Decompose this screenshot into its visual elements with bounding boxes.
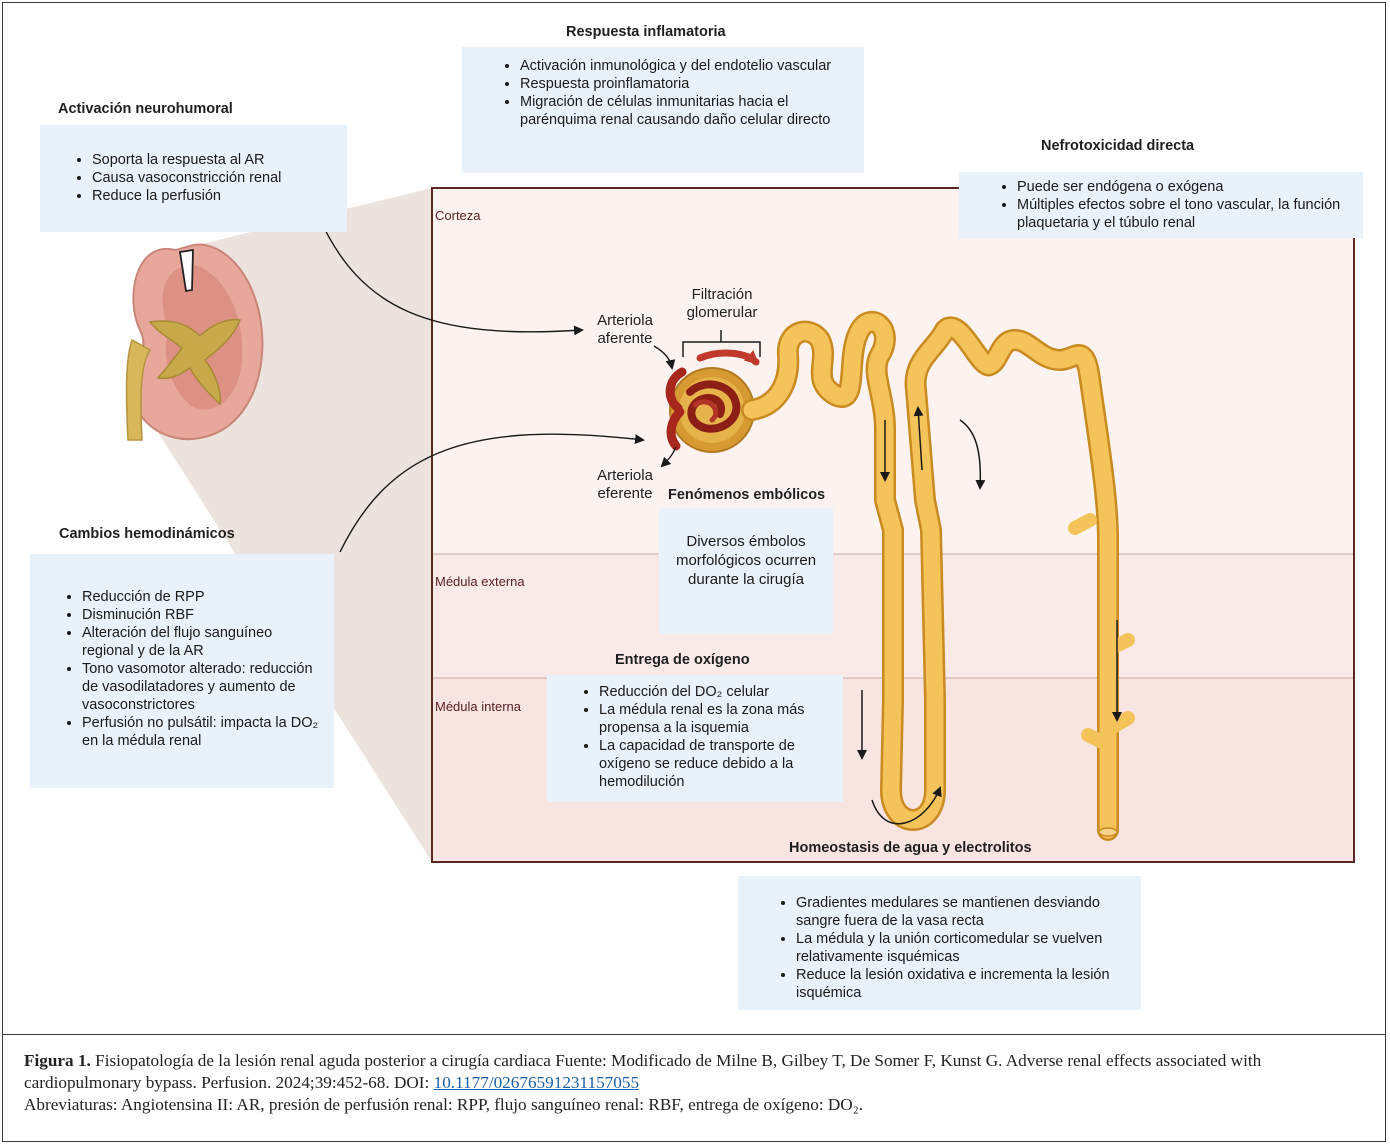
oxygen-box: Reducción del DO₂ celular La médula rena…: [547, 675, 843, 802]
nephrotoxicity-item: Múltiples efectos sobre el tono vascular…: [1017, 196, 1355, 232]
heading-neurohumoral: Activación neurohumoral: [58, 101, 233, 117]
heading-oxygen: Entrega de oxígeno: [615, 652, 750, 668]
oxygen-item: La capacidad de transporte de oxígeno se…: [599, 737, 835, 791]
heading-hemodynamic: Cambios hemodinámicos: [59, 526, 235, 542]
figure-label: Figura 1.: [24, 1051, 91, 1070]
hemodynamic-item: Tono vasomotor alterado: reducción de va…: [82, 660, 322, 714]
homeostasis-box: Gradientes medulares se mantienen desvia…: [738, 876, 1141, 1010]
oxygen-item: Reducción del DO₂ celular: [599, 683, 835, 701]
embolic-box: Diversos émbolos morfológicos ocurren du…: [659, 508, 833, 634]
homeostasis-item: Reduce la lesión oxidativa e incrementa …: [796, 966, 1131, 1002]
hemodynamic-item: Alteración del flujo sanguíneo regional …: [82, 624, 322, 660]
heading-embolic: Fenómenos embólicos: [668, 487, 825, 503]
oxygen-item: La médula renal es la zona más propensa …: [599, 701, 835, 737]
hemodynamic-item: Reducción de RPP: [82, 588, 322, 606]
zone-label-inner-medulla: Médula interna: [435, 699, 521, 714]
zone-label-outer-medulla: Médula externa: [435, 574, 525, 589]
homeostasis-item: La médula y la unión corticomedular se v…: [796, 930, 1131, 966]
homeostasis-item: Gradientes medulares se mantienen desvia…: [796, 894, 1131, 930]
heading-homeostasis: Homeostasis de agua y electrolitos: [789, 840, 1032, 856]
caption-main: Figura 1. Fisiopatología de la lesión re…: [24, 1050, 1369, 1094]
neurohumoral-item: Reduce la perfusión: [92, 187, 337, 205]
neurohumoral-item: Causa vasoconstricción renal: [92, 169, 337, 187]
inflammatory-item: Activación inmunológica y del endotelio …: [520, 57, 852, 75]
doi-link[interactable]: 10.1177/02676591231157055: [434, 1073, 639, 1092]
figure-caption: Figura 1. Fisiopatología de la lesión re…: [24, 1050, 1369, 1116]
caption-text: Fisiopatología de la lesión renal aguda …: [24, 1051, 1261, 1092]
inflammatory-item: Respuesta proinflamatoria: [520, 75, 852, 93]
heading-inflammatory: Respuesta inflamatoria: [566, 24, 726, 40]
hemodynamic-item: Disminución RBF: [82, 606, 322, 624]
kidney-icon: [127, 245, 263, 440]
neurohumoral-box: Soporta la respuesta al AR Causa vasocon…: [40, 125, 347, 232]
nephrotoxicity-box: Puede ser endógena o exógena Múltiples e…: [959, 172, 1363, 238]
hemodynamic-item: Perfusión no pulsátil: impacta la DO₂ en…: [82, 714, 322, 750]
inflammatory-item: Migración de células inmunitarias hacia …: [520, 93, 852, 129]
caption-divider: [2, 1034, 1386, 1035]
nephrotoxicity-item: Puede ser endógena o exógena: [1017, 178, 1355, 196]
heading-nephrotoxicity: Nefrotoxicidad directa: [1041, 138, 1194, 154]
hemodynamic-box: Reducción de RPP Disminución RBF Alterac…: [30, 554, 334, 788]
embolic-text: Diversos émbolos morfológicos ocurren du…: [673, 532, 819, 589]
zone-label-cortex: Corteza: [435, 208, 481, 223]
caption-abbreviations: Abreviaturas: Angiotensina II: AR, presi…: [24, 1094, 1369, 1116]
neurohumoral-item: Soporta la respuesta al AR: [92, 151, 337, 169]
inflammatory-box: Activación inmunológica y del endotelio …: [462, 47, 864, 173]
